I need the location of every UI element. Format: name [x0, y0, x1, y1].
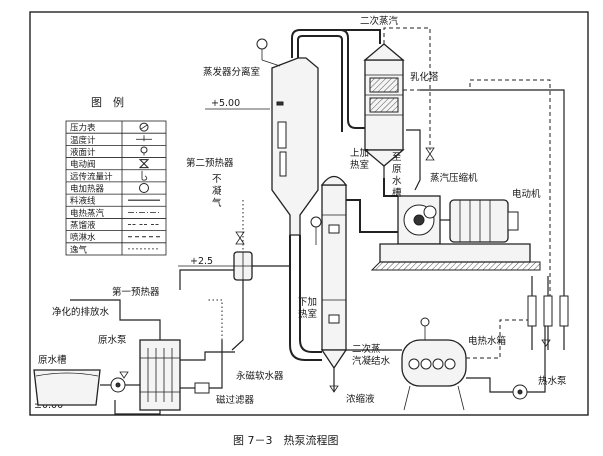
legend-label: 逸气 [70, 244, 88, 255]
electric-hot-water-tank [401, 317, 467, 411]
legend-row: 逸气 [66, 242, 166, 255]
label-hot-water-tank: 电热水箱 [468, 335, 506, 347]
label-raw-tank: 原水槽 [38, 354, 67, 366]
svg-text:凝: 凝 [212, 186, 222, 197]
svg-text:槽: 槽 [392, 187, 402, 199]
label-upper-heater: 上加 热室 [350, 148, 369, 171]
legend-row: 料液线 [66, 193, 166, 207]
evaporator-heater [310, 175, 348, 370]
label-second-preheater: 第二预热器 [186, 157, 234, 169]
label-motor: 电动机 [512, 188, 541, 200]
legend-box [65, 120, 167, 256]
level-gauge-icon [140, 146, 148, 156]
legend-row: 液面计 [66, 144, 166, 158]
electric-heater-icon [139, 183, 149, 193]
valves [119, 147, 551, 379]
label-first-preheater: 第一预热器 [112, 286, 160, 298]
legend-row: 远传流量计 [66, 169, 166, 182]
figure-caption: 图 7－3 热泵流程图 [233, 433, 339, 447]
legend-row: 蒸馏液 [66, 218, 166, 231]
magnetic-filter [194, 382, 210, 394]
legend-label: 压力表 [70, 123, 96, 134]
legend-label: 电热蒸汽 [70, 208, 105, 219]
remote-flowmeter-icon [141, 170, 148, 181]
legend-label: 蒸馏液 [70, 220, 96, 231]
second-preheater [233, 200, 253, 281]
flow-meters [420, 89, 569, 350]
label-concentrate: 浓缩液 [346, 393, 375, 405]
legend-label: 电动阀 [70, 159, 96, 170]
svg-text:不: 不 [212, 174, 222, 185]
legend-title: 图 例 [91, 95, 124, 109]
svg-text:水: 水 [392, 175, 402, 187]
emulsion-tower [363, 43, 405, 178]
motor-valve-icon [138, 159, 150, 169]
svg-text:至: 至 [392, 152, 402, 163]
svg-text:热室: 热室 [350, 159, 369, 171]
level-middle: +2.5 [178, 256, 238, 267]
label-softener: 永磁软水器 [236, 370, 284, 382]
circulation-pipe [289, 235, 322, 361]
first-preheater [139, 339, 181, 411]
label-separator: 蒸发器分离室 [203, 66, 260, 78]
secondary-steam-pipe [291, 29, 365, 129]
legend-label: 液面计 [70, 147, 96, 158]
svg-text:上加: 上加 [350, 148, 369, 159]
label-compressor: 蒸汽压缩机 [430, 172, 478, 184]
legend-label: 料液线 [70, 196, 96, 207]
label-mag-filter: 磁过滤器 [216, 394, 255, 406]
level-upper: +5.00 [205, 98, 270, 110]
electric-motor [440, 199, 519, 243]
svg-text:原: 原 [392, 164, 402, 175]
hot-water-pump [512, 384, 528, 400]
svg-text:热室: 热室 [298, 308, 317, 320]
svg-text:下加: 下加 [298, 297, 317, 308]
label-raw-pump: 原水泵 [98, 334, 127, 346]
legend-label: 远传流量计 [70, 171, 113, 182]
label-lower-heater: 下加 热室 [298, 297, 317, 320]
raw-water-pump [110, 377, 126, 393]
compressor-base [379, 243, 531, 263]
legend-label: 电加热器 [70, 184, 105, 195]
legend-row: 电动阀 [66, 157, 166, 170]
legend-row: 压力表 [70, 122, 149, 134]
label-to-drain: 至 原 水 槽 [392, 152, 402, 199]
legend-row: 电加热器 [66, 181, 166, 195]
svg-text:气: 气 [212, 197, 222, 209]
raw-water-tank [33, 369, 101, 406]
label-condensate: 二次蒸 汽凝结水 [352, 343, 391, 367]
level-upper-label: +5.00 [211, 98, 240, 109]
label-secondary-steam: 二次蒸汽 [360, 15, 399, 27]
label-purified-drain: 净化的排放水 [52, 306, 110, 318]
legend-row: 电热蒸汽 [66, 205, 166, 219]
legend-label: 喷淋水 [70, 232, 96, 243]
pressure-gauge-icon [139, 122, 149, 132]
legend-label: 温度计 [70, 135, 96, 146]
label-noncondensable: 不 凝 气 [212, 174, 222, 209]
diagram-frame [29, 11, 589, 416]
legend-row: 温度计 [66, 132, 166, 146]
thermometer-icon [136, 135, 152, 142]
label-emulsion-tower: 乳化塔 [410, 71, 439, 83]
level-middle-label: +2.5 [190, 256, 213, 267]
evaporator-separator [256, 38, 319, 236]
legend-row: 喷淋水 [66, 230, 166, 243]
steam-compressor [397, 195, 441, 245]
svg-text:汽凝结水: 汽凝结水 [352, 355, 391, 367]
label-hot-pump: 热水泵 [538, 375, 567, 387]
svg-text:二次蒸: 二次蒸 [352, 343, 381, 355]
